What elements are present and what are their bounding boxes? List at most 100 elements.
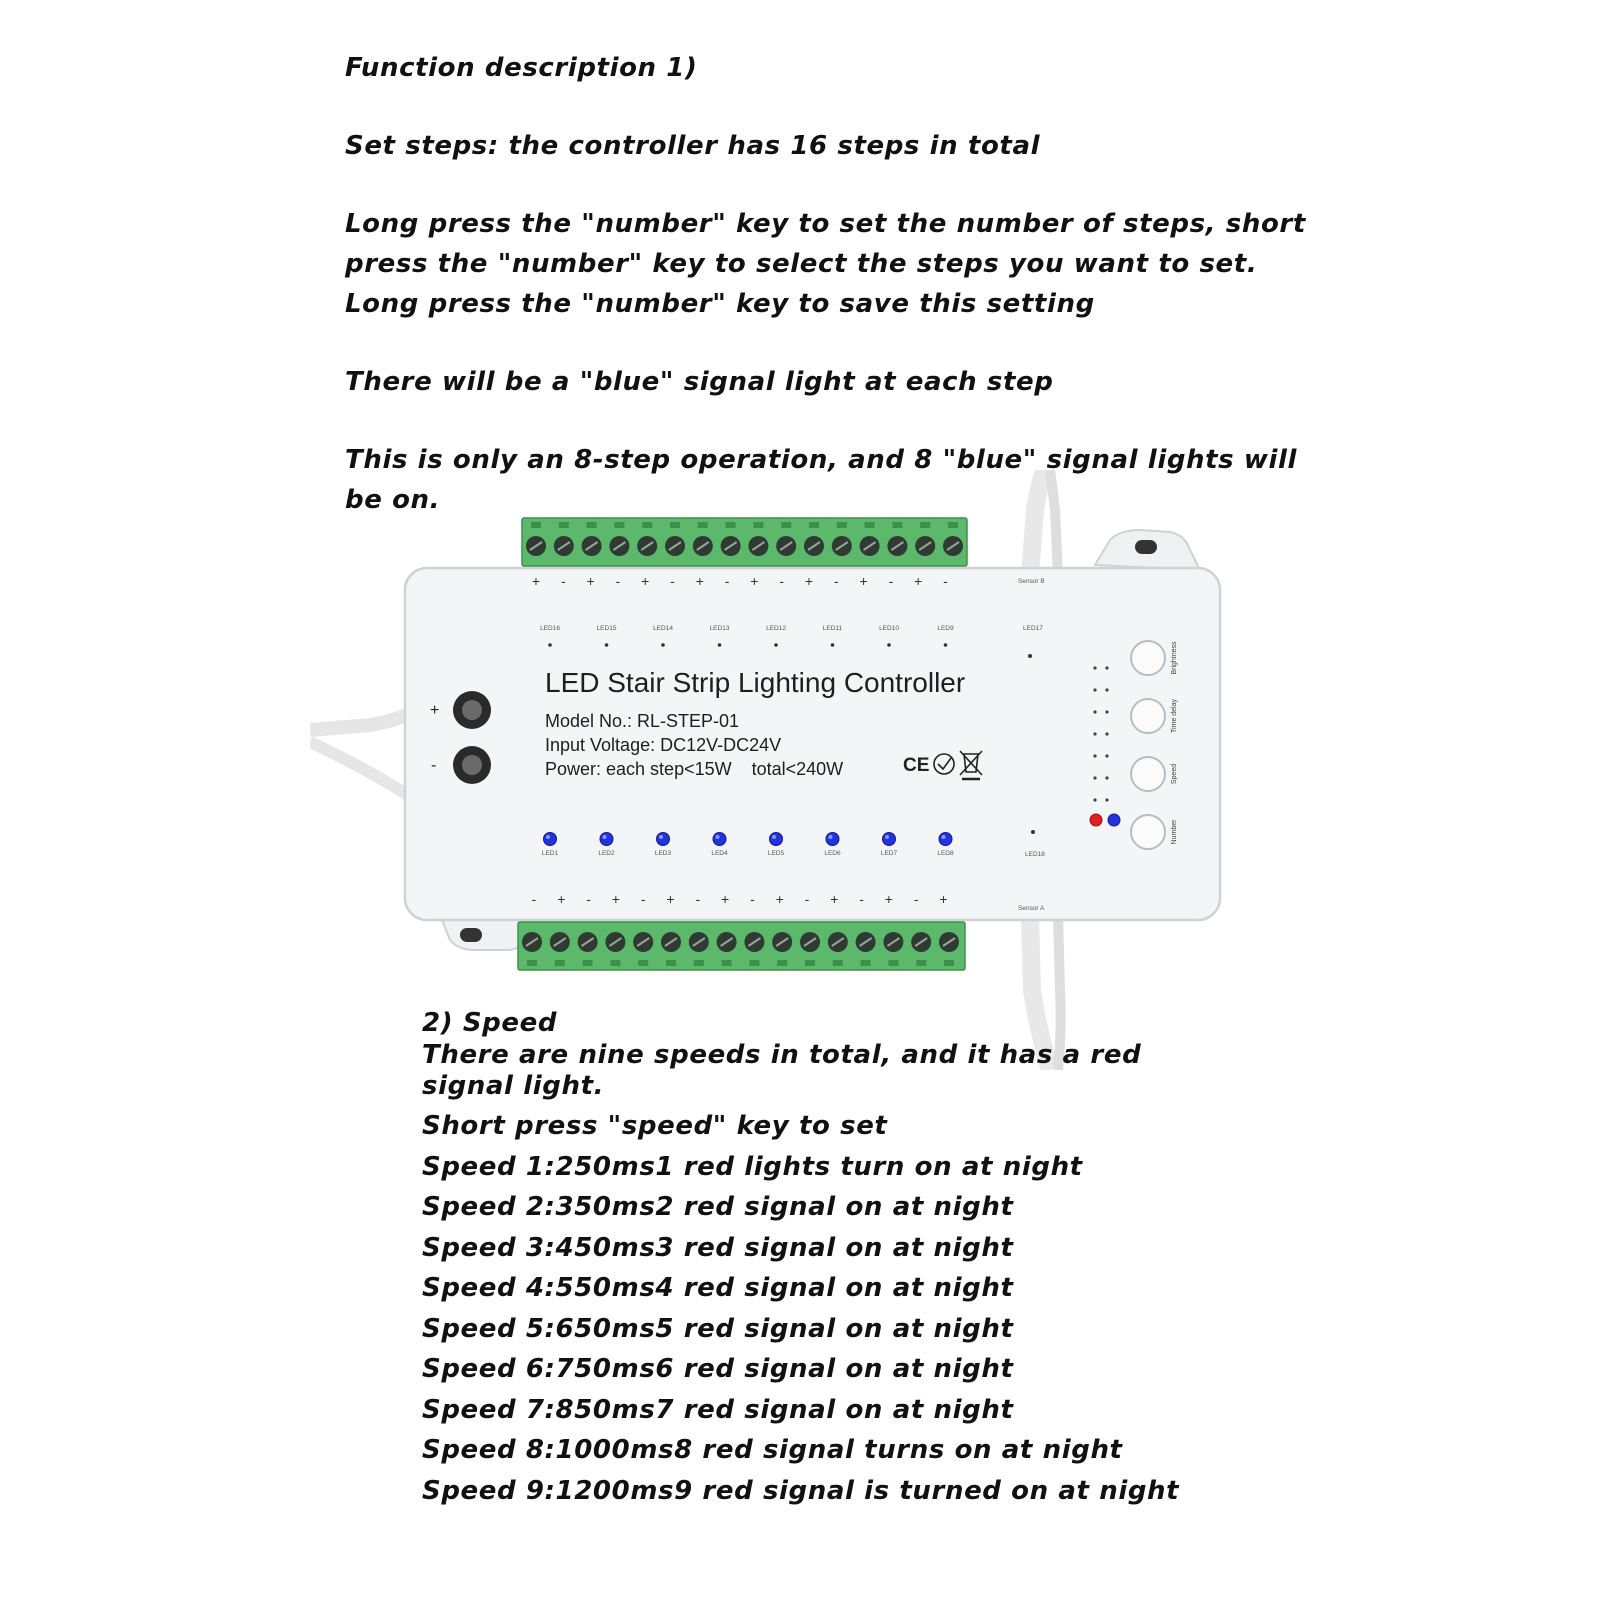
minus-mark: - xyxy=(641,891,646,907)
button-label: Time delay xyxy=(1171,699,1178,733)
terminal-tab xyxy=(610,960,621,966)
certification-marks: CE xyxy=(903,750,983,781)
led17-dot xyxy=(1028,654,1032,658)
terminal-tab xyxy=(697,522,708,528)
terminal-tab xyxy=(670,522,680,528)
blue-led-light xyxy=(882,832,896,846)
speed-item: Speed 6:750ms6 red signal on at night xyxy=(422,1354,1014,1384)
matrix-dot xyxy=(1105,798,1109,802)
matrix-dot xyxy=(1105,754,1109,758)
bottom-polarity-marks: -+-+-+-+-+-+-+-+ xyxy=(532,891,948,907)
plus-mark: + xyxy=(750,573,758,589)
plus-mark: + xyxy=(939,891,947,907)
plus-mark: + xyxy=(914,573,922,589)
bottom-led-label: LED8 xyxy=(937,850,954,857)
terminal-tab xyxy=(693,960,704,966)
plus-mark: + xyxy=(885,891,893,907)
minus-mark: - xyxy=(616,573,621,589)
controller-housing xyxy=(403,566,1222,922)
led-highlight xyxy=(546,835,550,839)
matrix-dot xyxy=(1093,776,1097,780)
sensor-a-label: Sensor A xyxy=(1018,905,1045,912)
minus-mark: - xyxy=(750,891,755,907)
sensor-b-label: Sensor B xyxy=(1018,578,1045,585)
control-button[interactable] xyxy=(1130,814,1166,850)
control-button[interactable] xyxy=(1130,640,1166,676)
device-power: Power: each step<15W total<240W xyxy=(545,759,843,779)
blue-led-light xyxy=(825,832,840,846)
blue-led-light xyxy=(656,832,670,846)
top-led-label: LED13 xyxy=(710,625,730,632)
speed-section: 2) Speed There are nine speeds in total,… xyxy=(422,1003,1179,1511)
speed-item: Speed 3:450ms3 red signal on at night xyxy=(422,1232,1014,1263)
top-led-dot xyxy=(717,643,722,647)
top-led-label: LED15 xyxy=(597,625,617,632)
minus-mark: - xyxy=(914,891,919,907)
minus-mark: - xyxy=(561,573,566,589)
minus-mark: - xyxy=(532,891,537,907)
terminal-tab xyxy=(721,960,732,966)
led-highlight xyxy=(602,835,607,839)
speed-item: Speed 4:550ms4 red signal on at night xyxy=(422,1273,1014,1303)
terminal-tab xyxy=(666,960,676,966)
minus-mark: - xyxy=(779,573,784,589)
terminal-tab xyxy=(725,522,736,528)
blue-led-light xyxy=(543,832,557,846)
led-highlight xyxy=(941,835,946,839)
matrix-dot xyxy=(1093,732,1097,736)
top-led-dot xyxy=(830,643,835,647)
terminal-tab xyxy=(638,960,649,966)
speed-item: Speed 8:1000ms8 red signal turns on at n… xyxy=(422,1435,1123,1465)
device-voltage: Input Voltage: DC12V-DC24V xyxy=(545,735,781,755)
terminal-tab xyxy=(809,522,819,528)
terminal-tab xyxy=(558,522,569,528)
bottom-led-label: LED5 xyxy=(768,850,785,857)
rohs-icon xyxy=(933,753,955,775)
terminal-tab xyxy=(753,522,764,528)
led18-label: LED18 xyxy=(1025,851,1045,858)
top-led-label: LED11 xyxy=(823,625,843,632)
minus-mark: - xyxy=(834,573,839,589)
terminal-tab xyxy=(781,522,792,528)
led18-dot xyxy=(1031,830,1035,834)
led-highlight xyxy=(772,835,776,839)
terminal-tab xyxy=(836,522,847,528)
led-highlight xyxy=(659,835,663,839)
led-highlight xyxy=(715,835,720,839)
top-led-dot xyxy=(661,643,665,647)
plus-mark: + xyxy=(696,573,704,589)
sensor-b-cable xyxy=(1021,470,1063,576)
bottom-led-label: LED3 xyxy=(655,850,672,857)
set-steps-text: Set steps: the controller has 16 steps i… xyxy=(345,131,1041,161)
matrix-dot xyxy=(1093,754,1097,758)
terminal-tab xyxy=(749,960,760,966)
control-button[interactable] xyxy=(1130,756,1166,792)
terminal-tab xyxy=(892,522,903,528)
plus-mark: + xyxy=(830,891,838,907)
top-led-dot xyxy=(548,643,552,647)
blue-led-light xyxy=(769,832,783,846)
minus-mark: - xyxy=(889,573,894,589)
eight-step-line: be on. xyxy=(345,485,441,515)
instruction-line: press the "number" key to select the ste… xyxy=(345,249,1258,279)
plus-mark: + xyxy=(776,891,784,907)
power-plus-label: + xyxy=(430,702,439,719)
terminal-tab xyxy=(860,960,871,966)
speed-dot-matrix xyxy=(1093,666,1109,802)
top-led-dot xyxy=(604,643,609,647)
plus-mark: + xyxy=(587,573,595,589)
controller-device-photo: +-+-+-+-+-+-+-+- -+-+-+-+-+-+-+-+ + - LE… xyxy=(310,470,1222,1070)
plus-mark: + xyxy=(860,573,868,589)
terminal-tab xyxy=(582,960,593,966)
control-button[interactable] xyxy=(1130,698,1166,734)
matrix-dot xyxy=(1105,688,1109,692)
button-label: Number xyxy=(1171,819,1178,845)
terminal-tab xyxy=(554,960,565,966)
plus-mark: + xyxy=(721,891,729,907)
top-led-dot xyxy=(887,643,891,647)
eight-step-line: This is only an 8-step operation, and 8 … xyxy=(345,445,1298,475)
plus-mark: + xyxy=(532,573,540,589)
speed-item: Speed 2:350ms2 red signal on at night xyxy=(422,1192,1014,1222)
plus-mark: + xyxy=(805,573,813,589)
